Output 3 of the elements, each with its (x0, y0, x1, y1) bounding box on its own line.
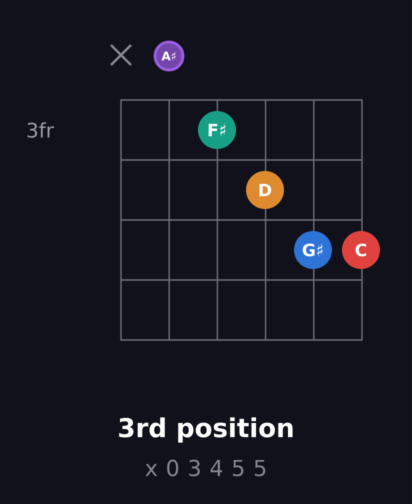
fret-number: 3fr (28, 122, 54, 138)
fingering-text: x 0 3 4 5 5 (145, 460, 266, 476)
title: 3rd position (119, 417, 293, 443)
